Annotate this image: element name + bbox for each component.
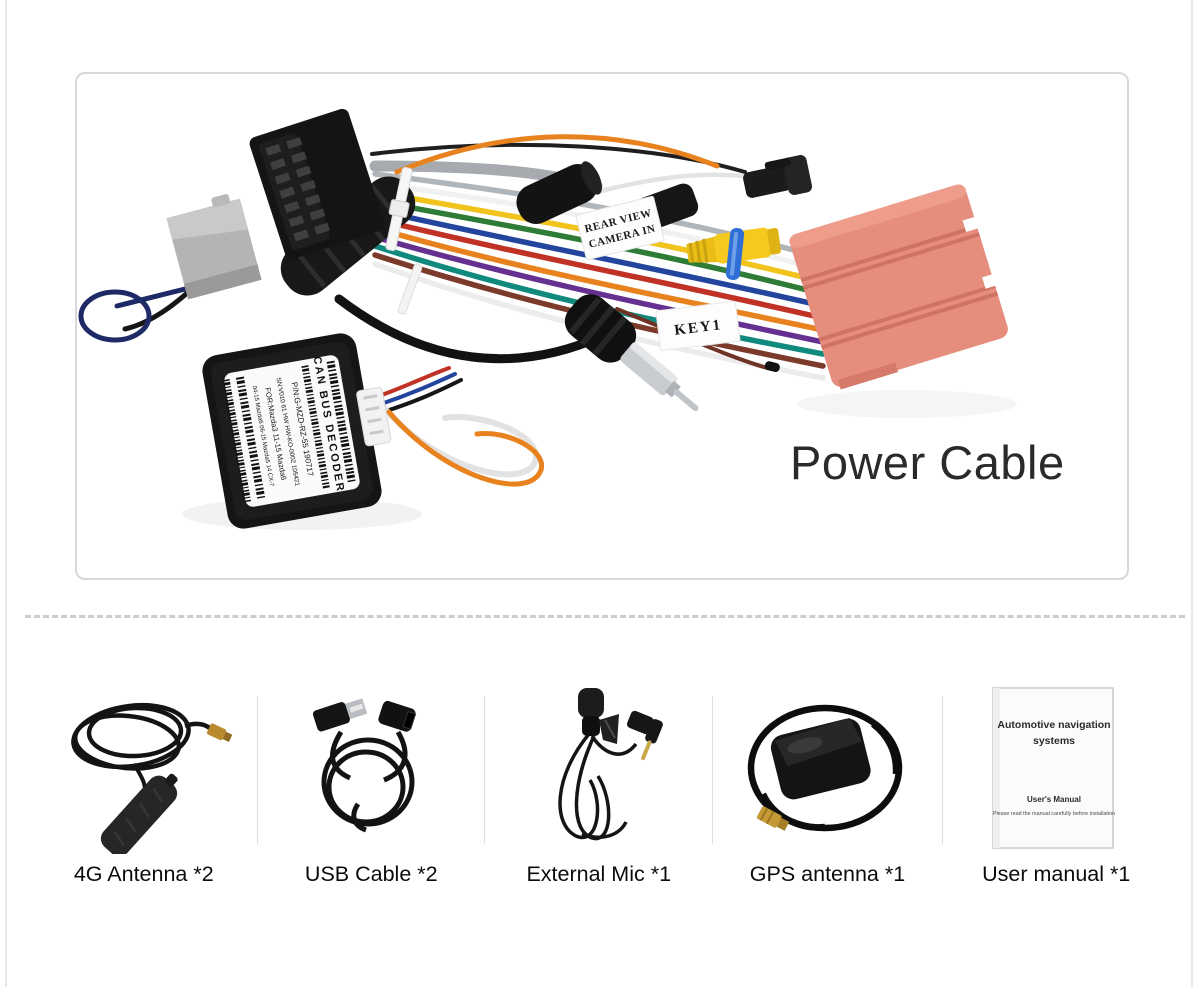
gps-puck xyxy=(770,717,871,800)
svg-text:KEY1: KEY1 xyxy=(673,317,723,339)
svg-text:User's Manual: User's Manual xyxy=(1027,795,1081,804)
accessories-row: 4G Antenna *2 xyxy=(30,684,1170,900)
tile-divider xyxy=(484,696,485,844)
hero-title: Power Cable xyxy=(790,436,1065,489)
power-cable-photo-card: REAR VIEW CAMERA IN KEY1 xyxy=(75,72,1129,580)
tile-divider xyxy=(256,696,258,844)
accessory-tile-usb-cable: USB Cable *2 xyxy=(258,684,485,900)
gps-antenna-image xyxy=(747,704,902,832)
4g-antenna-image xyxy=(70,702,233,854)
key1-tag: KEY1 xyxy=(655,301,741,351)
svg-text:Automotive navigation: Automotive navigation xyxy=(998,719,1111,731)
page-left-edge xyxy=(5,0,7,987)
accessory-label-external-mic: External Mic *1 xyxy=(526,862,672,886)
iso-power-connector xyxy=(249,108,385,260)
sm-plug-connector xyxy=(743,155,813,198)
usb-female-connector xyxy=(378,700,417,732)
accessory-tile-gps-antenna: GPS antenna *1 xyxy=(713,684,943,900)
accessory-label-user-manual: User manual *1 xyxy=(982,862,1131,886)
zip-tie-2 xyxy=(397,263,423,315)
inline-filter-module xyxy=(516,161,602,224)
power-cable-harness-image: REAR VIEW CAMERA IN KEY1 xyxy=(78,108,1017,530)
antenna-stick xyxy=(100,773,178,854)
gray-connector xyxy=(166,194,262,300)
sma-connector xyxy=(206,723,233,742)
wire-loops xyxy=(78,276,544,487)
svg-text:systems: systems xyxy=(1033,735,1075,747)
accessory-label-gps-antenna: GPS antenna *1 xyxy=(749,862,906,886)
mazda-pink-connector xyxy=(789,184,1008,390)
accessory-tile-user-manual: Automotive navigation systems User's Man… xyxy=(943,684,1171,900)
tile-divider xyxy=(711,696,713,844)
usb-cable-image xyxy=(313,698,417,833)
tile-divider xyxy=(941,696,943,844)
svg-text:Please read the manual careful: Please read the manual carefully before … xyxy=(993,811,1115,817)
blue-crimp-connector xyxy=(725,228,745,280)
accessory-tile-4g-antenna: 4G Antenna *2 xyxy=(30,684,258,900)
page-right-edge xyxy=(1191,0,1193,987)
accessory-tile-external-mic: External Mic *1 xyxy=(485,684,713,900)
antenna-cable xyxy=(334,294,607,364)
aux-plug xyxy=(626,710,663,761)
accessory-label-4g-antenna: 4G Antenna *2 xyxy=(73,862,214,886)
accessory-label-usb-cable: USB Cable *2 xyxy=(304,862,438,886)
usb-a-plug xyxy=(313,698,368,732)
zip-tie xyxy=(385,166,413,252)
mic-capsule xyxy=(577,688,619,744)
external-mic-image xyxy=(558,688,663,841)
radio-antenna-plug xyxy=(564,294,699,412)
wire-end-tip xyxy=(764,361,780,373)
dashed-divider xyxy=(25,615,1185,618)
manual-booklet: Automotive navigation systems User's Man… xyxy=(992,687,1115,849)
can-bus-decoder-box: CAN BUS DECODER P/N:G-MZD-RZ-55 190717 S… xyxy=(202,333,392,529)
user-manual-image: Automotive navigation systems User's Man… xyxy=(992,687,1115,849)
sma-connector xyxy=(756,806,789,831)
